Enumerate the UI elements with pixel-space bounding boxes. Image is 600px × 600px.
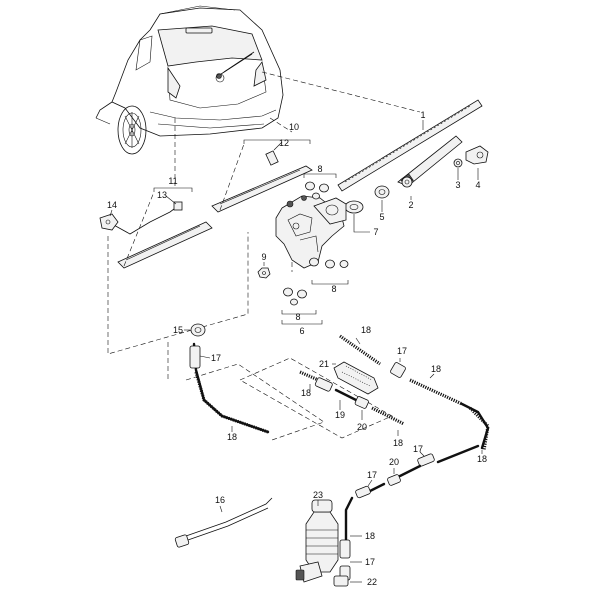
wiper-motor: [275, 195, 347, 269]
grommet: [374, 185, 390, 199]
callout-17-mid: 17: [367, 470, 377, 480]
hose-filter: [333, 361, 379, 395]
callout-18-rightupper: 18: [431, 364, 441, 374]
cable-tie: [174, 497, 273, 548]
connector-plug: [265, 150, 279, 166]
callout-18-leftcenter: 18: [301, 388, 311, 398]
washer-pump: [295, 499, 339, 583]
callout-3: 3: [455, 180, 460, 190]
callout-8-bottom: 8: [295, 312, 300, 322]
grommet-set-top: [305, 181, 329, 200]
callout-6: 6: [299, 326, 304, 336]
trim-strip-upper: [211, 165, 313, 213]
callout-8-right: 8: [331, 284, 336, 294]
callout-18-left: 18: [227, 432, 237, 442]
car-rear-illustration: [95, 5, 284, 155]
callout-14: 14: [107, 200, 117, 210]
hose-section-center: [339, 334, 490, 451]
callout-23: 23: [313, 490, 323, 500]
grommet-set-right: [309, 257, 349, 269]
callout-12: 12: [279, 138, 289, 148]
callout-18-lower: 18: [365, 531, 375, 541]
callout-16: 16: [215, 495, 225, 505]
callout-22: 22: [367, 577, 377, 587]
callout-18-top: 18: [361, 325, 371, 335]
callout-9: 9: [261, 252, 266, 262]
callout-13: 13: [157, 190, 167, 200]
callout-18-right: 18: [477, 454, 487, 464]
wiper-nut: [401, 176, 413, 188]
cap: [453, 158, 463, 168]
wiring-cable: [111, 201, 183, 235]
callout-2: 2: [408, 200, 413, 210]
callout-17-lower: 17: [365, 557, 375, 567]
connector-housing: [99, 213, 119, 231]
callout-17-upper: 17: [397, 346, 407, 356]
callout-7: 7: [373, 227, 378, 237]
callout-21: 21: [319, 359, 329, 369]
pump-connector: [333, 575, 349, 587]
callout-15: 15: [173, 325, 183, 335]
callout-19: 19: [335, 410, 345, 420]
grommet-set-bottom: [283, 287, 307, 306]
hose-connector-top: [190, 323, 206, 337]
callout-18-center: 18: [393, 438, 403, 448]
seal-ring: [344, 200, 364, 214]
callout-11: 11: [168, 176, 177, 186]
callout-4: 4: [475, 180, 480, 190]
callout-17-left: 17: [211, 353, 221, 363]
wiper-arm: [337, 99, 483, 192]
hex-nut: [257, 267, 271, 279]
callout-5: 5: [379, 212, 384, 222]
callout-10: 10: [289, 122, 299, 132]
callout-20-right: 20: [389, 457, 399, 467]
nozzle-housing: [465, 145, 489, 165]
callout-8-top: 8: [317, 164, 322, 174]
callout-20-center: 20: [357, 422, 367, 432]
callout-17-right: 17: [413, 444, 423, 454]
callout-1: 1: [420, 110, 425, 120]
trim-strip-lower: [117, 221, 213, 269]
